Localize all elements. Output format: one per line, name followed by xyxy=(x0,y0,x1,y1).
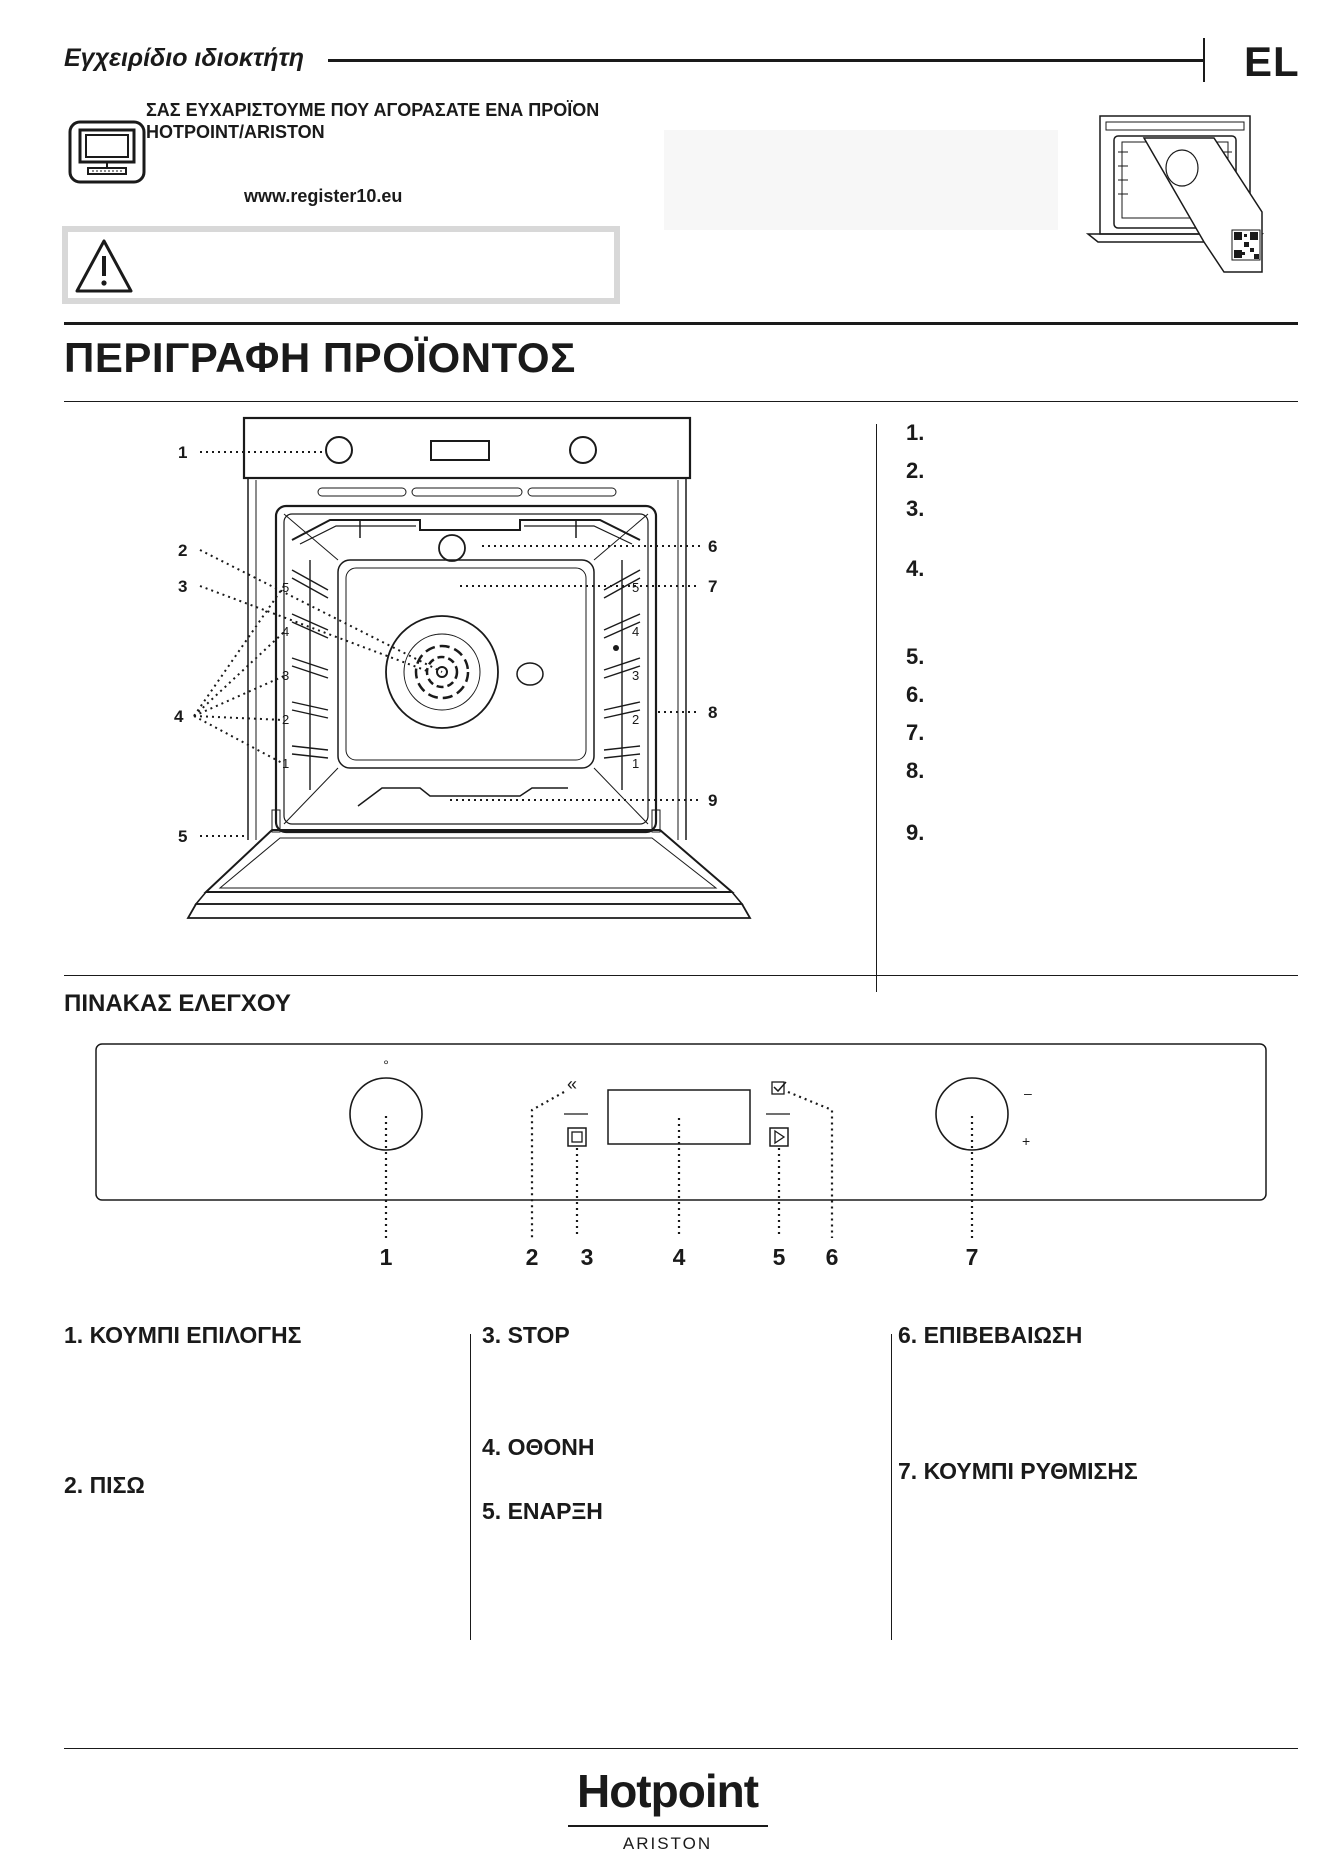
panel-callout-6: 6 xyxy=(826,1244,839,1270)
oven-callout-3: 3 xyxy=(178,577,187,596)
section-rule-bottom xyxy=(64,401,1298,402)
brand-logo-name: Hotpoint xyxy=(576,1765,759,1817)
document-title: Εγχειρίδιο ιδιοκτήτη xyxy=(64,44,304,72)
shelf-level-right-5: 5 xyxy=(632,580,639,595)
oven-callout-4: 4 xyxy=(174,707,184,726)
confirm-icon xyxy=(771,1081,785,1095)
brand-logo-line xyxy=(568,1825,768,1827)
oven-back-wall xyxy=(337,559,595,769)
desc-divider-2 xyxy=(891,1334,892,1640)
panel-callout-2: 2 xyxy=(526,1244,539,1270)
shelf-level-left-4: 4 xyxy=(282,624,289,639)
thanks-text-line2: HOTPOINT/ARISTON xyxy=(146,122,325,142)
oven-qr-label-illustration xyxy=(1085,115,1265,273)
desc-stop: 3. STOP xyxy=(482,1322,570,1348)
legend-item-4: 4. xyxy=(906,556,925,581)
legend-divider xyxy=(876,424,877,992)
brand-logo-sub: ARISTON xyxy=(622,1834,713,1853)
legend-item-3: 3. xyxy=(906,496,925,521)
legend-item-9: 9. xyxy=(906,820,925,845)
shelf-level-right-2: 2 xyxy=(632,712,639,727)
oven-display xyxy=(430,440,490,461)
panel-callout-5: 5 xyxy=(773,1244,786,1270)
oven-callout-9: 9 xyxy=(708,791,717,810)
oven-callout-1: 1 xyxy=(178,443,187,462)
legend-item-6: 6. xyxy=(906,682,925,707)
thanks-text-line1: ΣΑΣ ΕΥΧΑΡΙΣΤΟΥΜΕ ΠΟΥ ΑΓΟΡΑΣΑΤΕ ΕΝΑ ΠΡΟΪΟ… xyxy=(146,100,600,120)
adjust-minus-mark: – xyxy=(1024,1085,1032,1101)
oven-knob-left xyxy=(325,436,353,464)
oven-lamp xyxy=(438,534,466,562)
header-rule xyxy=(328,59,1203,62)
panel-callout-7: 7 xyxy=(966,1244,979,1270)
legend-item-8: 8. xyxy=(906,758,925,783)
oven-cavity xyxy=(274,504,658,834)
desc-adjust-knob: 7. ΚΟΥΜΠΙ ΡΥΘΜΙΣΗΣ xyxy=(898,1458,1138,1484)
footer-rule xyxy=(64,1748,1298,1749)
control-panel-title: ΠΙΝΑΚΑΣ ΕΛΕΓΧΟΥ xyxy=(64,990,291,1017)
oven-callout-5: 5 xyxy=(178,827,187,846)
shelf-level-right-4: 4 xyxy=(632,624,639,639)
shelf-level-left-2: 2 xyxy=(282,712,289,727)
selection-knob-mark: ° xyxy=(383,1057,389,1073)
header-tick xyxy=(1203,38,1205,82)
register-link[interactable]: www.register10.eu xyxy=(244,186,403,206)
legend-item-7: 7. xyxy=(906,720,925,745)
shelf-level-left-5: 5 xyxy=(282,580,289,595)
start-button-icon xyxy=(769,1127,789,1147)
legend-item-1: 1. xyxy=(906,420,925,445)
section-rule-top xyxy=(64,322,1298,325)
oven-fan xyxy=(385,615,499,729)
monitor-icon xyxy=(68,120,146,184)
control-panel-diagram: ° « – + 1 2 3 4 5 6 7 xyxy=(95,1043,1267,1270)
display-screen xyxy=(607,1089,751,1145)
language-code: EL xyxy=(1244,38,1300,85)
shelf-level-left-1: 1 xyxy=(282,756,289,771)
legend-item-2: 2. xyxy=(906,458,925,483)
oven-callout-6: 6 xyxy=(708,537,717,556)
desc-start: 5. ΕΝΑΡΞΗ xyxy=(482,1498,603,1524)
blank-info-panel xyxy=(664,130,1058,230)
warning-triangle-icon xyxy=(75,239,133,293)
legend-item-5: 5. xyxy=(906,644,925,669)
shelf-level-left-3: 3 xyxy=(282,668,289,683)
oven-knob-right xyxy=(569,436,597,464)
panel-callout-3: 3 xyxy=(581,1244,594,1270)
selection-knob-icon xyxy=(349,1077,423,1151)
desc-divider-1 xyxy=(470,1334,471,1640)
back-icon: « xyxy=(567,1074,577,1094)
stop-button-icon xyxy=(567,1127,587,1147)
desc-selection-knob: 1. ΚΟΥΜΠΙ ΕΠΙΛΟΓΗΣ xyxy=(64,1322,302,1348)
desc-back: 2. ΠΙΣΩ xyxy=(64,1472,145,1498)
panel-callout-4: 4 xyxy=(673,1244,686,1270)
section-title: ΠΕΡΙΓΡΑΦΗ ΠΡΟΪΟΝΤΟΣ xyxy=(64,334,576,381)
oven-diagram: 5 4 3 2 1 5 4 3 2 1 1 2 3 4 5 xyxy=(174,416,752,919)
desc-display: 4. ΟΘΟΝΗ xyxy=(482,1434,595,1460)
oven-callout-7: 7 xyxy=(708,577,717,596)
oven-callout-8: 8 xyxy=(708,703,717,722)
desc-confirm: 6. ΕΠΙΒΕΒΑΙΩΣΗ xyxy=(898,1322,1083,1348)
shelf-level-right-1: 1 xyxy=(632,756,639,771)
shelf-level-right-3: 3 xyxy=(632,668,639,683)
warning-box xyxy=(62,226,620,304)
adjust-plus-mark: + xyxy=(1022,1133,1030,1149)
oven-top-panel xyxy=(242,416,692,480)
control-section-rule xyxy=(64,975,1298,976)
panel-callout-1: 1 xyxy=(380,1244,393,1270)
oven-callout-2: 2 xyxy=(178,541,187,560)
adjust-knob-icon xyxy=(935,1077,1009,1151)
control-panel-frame xyxy=(95,1043,1267,1201)
